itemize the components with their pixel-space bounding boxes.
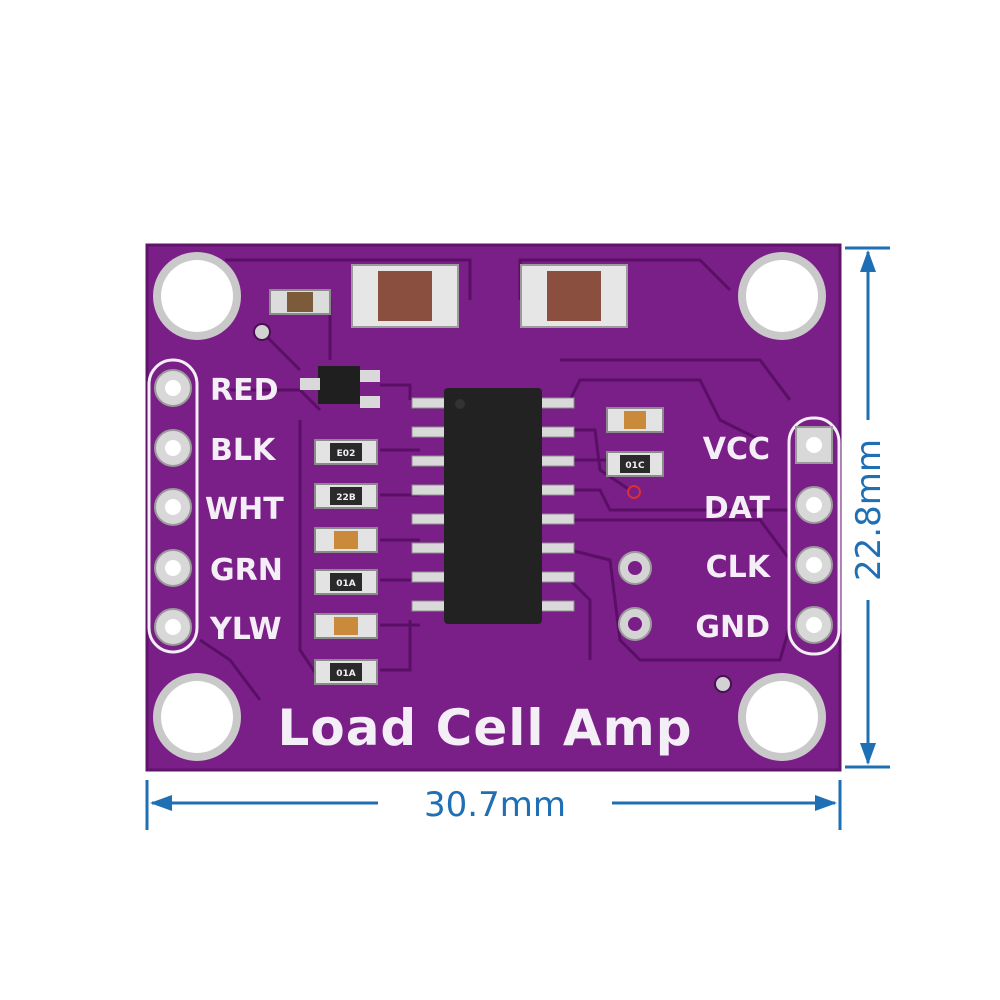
pin-label-grn: GRN (210, 553, 283, 588)
smd-parts-left: E02 22B 01A 01A (314, 439, 378, 685)
left-pin-labels: RED BLK WHT GRN YLW (205, 373, 284, 647)
pin-label-clk: CLK (706, 550, 772, 585)
width-dimension-label: 30.7mm (424, 785, 566, 825)
left-pin-header (147, 358, 199, 654)
capacitor-c1 (351, 264, 459, 328)
capacitor-small-2 (314, 613, 378, 639)
mounting-hole-bottom-right (738, 673, 826, 761)
transistor-sot23 (300, 366, 380, 408)
mounting-hole-bottom-left (153, 673, 241, 761)
pin-label-vcc: VCC (703, 432, 770, 467)
pin-label-dat: DAT (704, 491, 771, 526)
resistor-01a-2: 01A (314, 659, 378, 685)
pin-label-wht: WHT (205, 492, 284, 527)
capacitor-small-1 (314, 527, 378, 553)
mounting-hole-top-left (153, 252, 241, 340)
resistor-22b: 22B (314, 483, 378, 509)
height-dimension (845, 246, 890, 769)
mounting-holes (153, 252, 826, 761)
capacitor-c2 (520, 264, 628, 328)
pin-label-blk: BLK (210, 433, 277, 468)
resistor-e02-mark: E02 (337, 449, 356, 459)
resistor-22b-mark: 22B (336, 493, 356, 503)
board-title: Load Cell Amp (277, 699, 692, 757)
pin-label-red: RED (210, 373, 279, 408)
smd-parts-right: 01C (606, 407, 664, 477)
right-pin-labels: VCC DAT CLK GND (695, 432, 771, 645)
resistor-e02: E02 (314, 439, 378, 465)
test-pads (618, 551, 652, 641)
pin-label-ylw: YLW (209, 612, 282, 647)
mounting-hole-top-right (738, 252, 826, 340)
resistor-01c: 01C (606, 451, 664, 477)
resistor-01a-1: 01A (314, 569, 378, 595)
resistor-01c-mark: 01C (625, 461, 645, 471)
resistor-01a-2-mark: 01A (336, 669, 356, 679)
width-dimension (145, 780, 842, 830)
right-pin-header (787, 416, 841, 656)
vias (253, 323, 732, 693)
resistor-01a-1-mark: 01A (336, 579, 356, 589)
height-dimension-label: 22.8mm (849, 439, 889, 581)
capacitor-small-3 (606, 407, 664, 433)
small-led-component (269, 289, 331, 315)
hx711-chip (411, 388, 575, 624)
pin-label-gnd: GND (695, 610, 770, 645)
